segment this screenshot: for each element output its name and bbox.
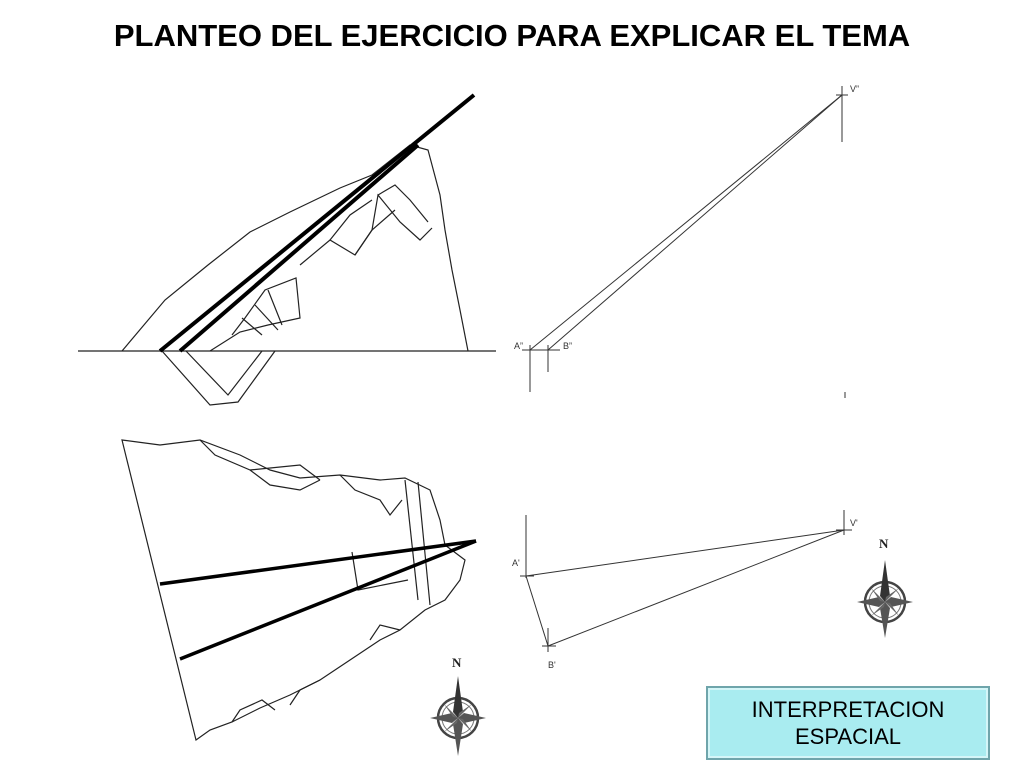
elevation-projection [522, 86, 848, 398]
north-label-left: N [452, 655, 462, 670]
terrain-inner-3 [254, 289, 283, 331]
note-line-1: INTERPRETACION [751, 697, 945, 722]
page-title: PLANTEO DEL EJERCICIO PARA EXPLICAR EL T… [113, 18, 911, 53]
interpretation-note-box: INTERPRETACION ESPACIAL [706, 686, 990, 760]
plan-inner-2 [339, 474, 403, 517]
label-a-elevation: A” [514, 341, 523, 351]
terrain-inner-2 [209, 277, 301, 352]
north-arrow-right [857, 560, 913, 638]
terrain-elevation-view [78, 93, 496, 406]
plan-vein-line-2 [179, 539, 477, 661]
terrain-lower-outline [161, 350, 276, 406]
terrain-inner-5 [354, 184, 429, 256]
terrain-plan-view [121, 439, 477, 742]
north-arrow-left [430, 676, 486, 756]
label-b-plan: B' [548, 660, 556, 670]
label-a-plan: A' [512, 558, 520, 568]
terrain-profile [121, 144, 469, 352]
vein-line-1 [158, 93, 476, 353]
plan-inner-4 [289, 624, 401, 706]
plan-outline [121, 439, 466, 742]
plan-strike-2 [417, 481, 431, 606]
terrain-inner-6 [329, 199, 373, 241]
terrain-inner-7 [241, 317, 263, 336]
note-line-2: ESPACIAL [795, 724, 901, 749]
terrain-inner-4 [299, 193, 433, 266]
plan-inner-3 [351, 551, 409, 591]
plan-inner-1 [199, 439, 321, 491]
elevation-line-b [547, 94, 843, 351]
label-v-plan: V' [850, 518, 858, 528]
north-label-right: N [879, 536, 889, 551]
plan-strike-1 [404, 479, 419, 601]
plan-inner-6 [249, 464, 321, 481]
plan-projection [520, 510, 852, 652]
plan-inner-5 [231, 699, 276, 723]
label-v-elevation: V” [850, 84, 859, 94]
vein-line-2 [178, 143, 420, 353]
plan-bv-line [547, 529, 845, 647]
plan-vein-line-1 [159, 539, 477, 586]
plan-ab-line [525, 575, 549, 647]
plan-av-line [525, 529, 845, 577]
terrain-inner-1 [185, 350, 263, 396]
label-b-elevation: B” [563, 341, 572, 351]
elevation-line-a [529, 94, 843, 351]
